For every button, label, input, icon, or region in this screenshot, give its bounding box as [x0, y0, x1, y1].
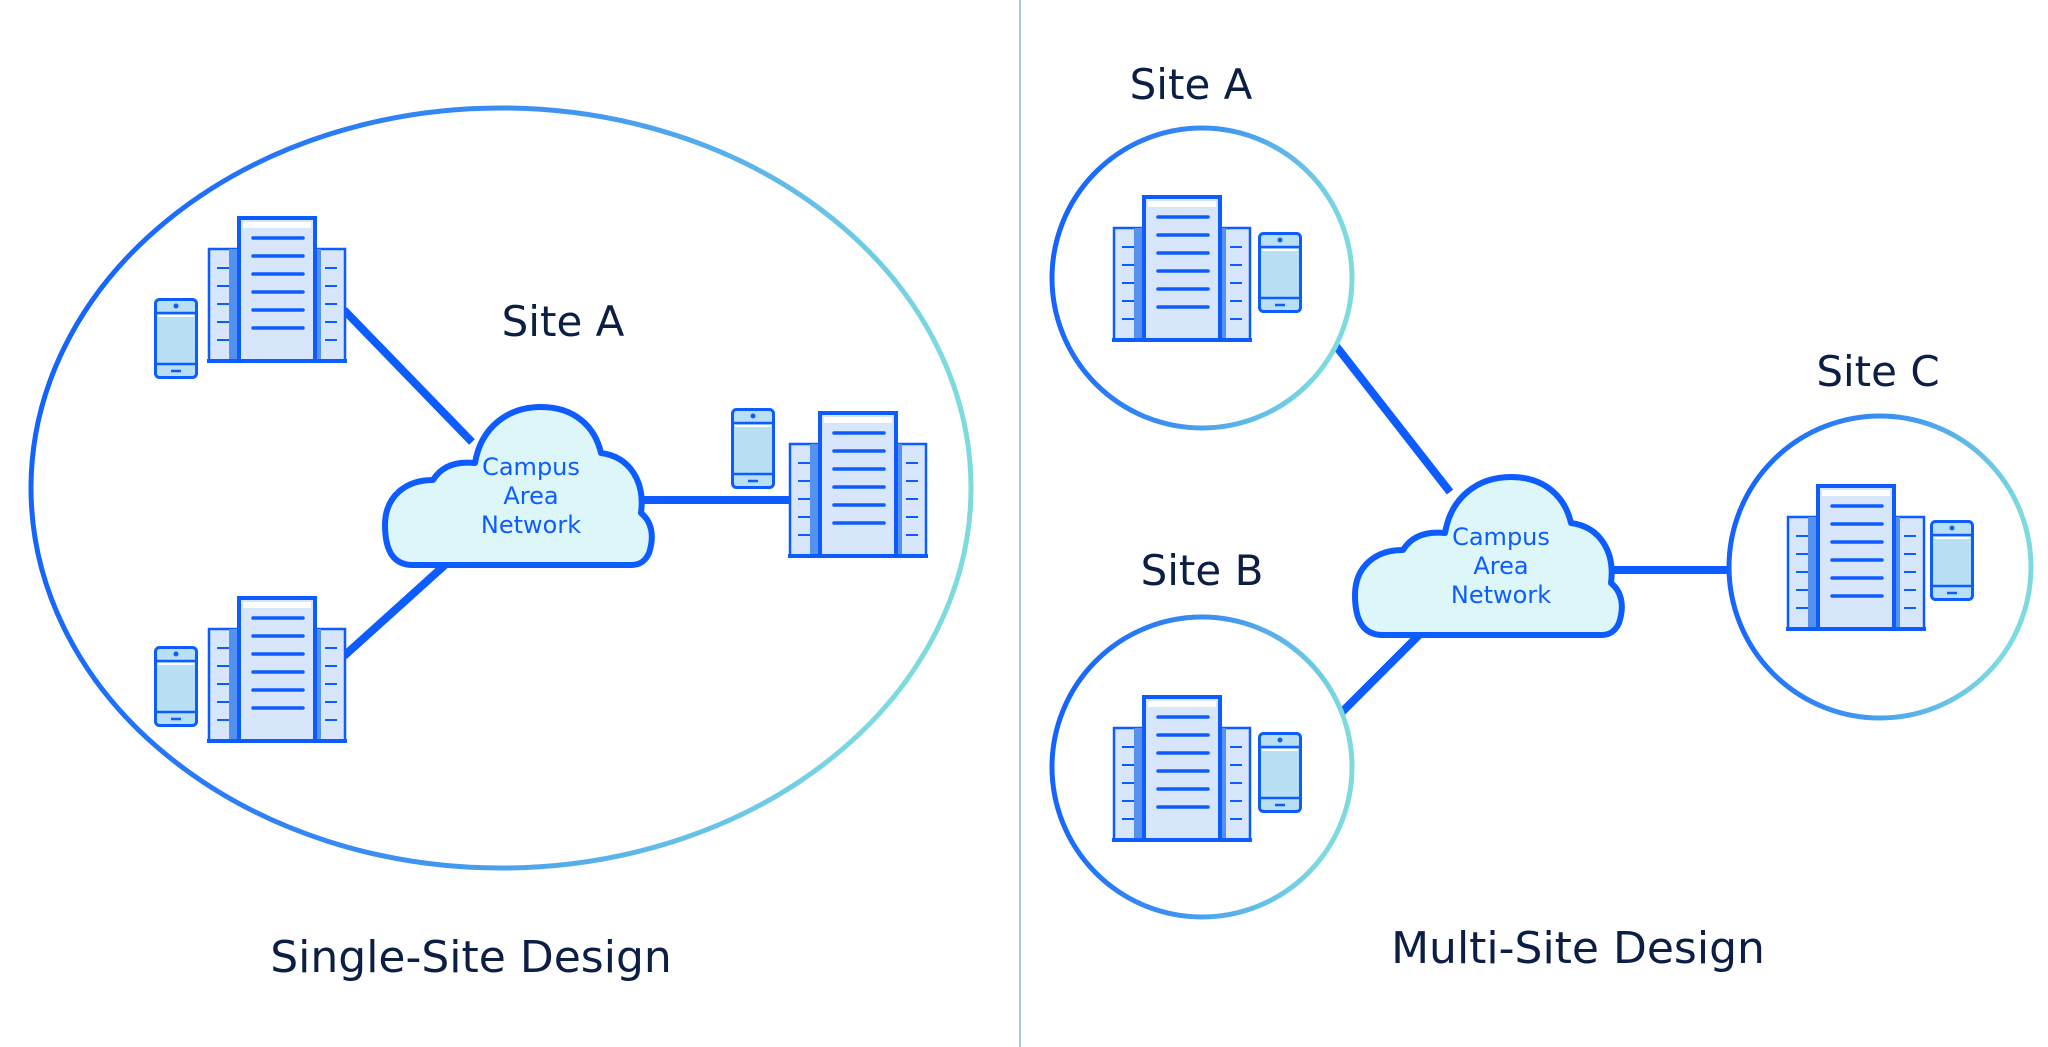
link-site-b-to-cloud — [1339, 631, 1423, 715]
campus-area-network-cloud: Campus Area Network — [385, 407, 652, 565]
building-icon — [205, 596, 349, 743]
phone-icon — [1258, 232, 1302, 313]
cloud-label-line-3: Network — [1451, 581, 1551, 609]
link-building-1-to-cloud — [341, 307, 475, 445]
single-site-design-title: Single-Site Design — [270, 932, 672, 983]
cloud-label-line-2: Area — [503, 482, 558, 510]
site-a-label: Site A — [1130, 60, 1253, 109]
cloud-label-line-2: Area — [1473, 552, 1528, 580]
link-building-2-to-cloud — [341, 561, 449, 659]
site-c-label: Site C — [1816, 347, 1939, 396]
site-b-label: Site B — [1141, 546, 1264, 595]
link-site-a-to-cloud — [1332, 343, 1454, 495]
phone-icon — [154, 298, 198, 379]
phone-icon — [731, 408, 775, 489]
campus-area-network-cloud: Campus Area Network — [1355, 477, 1622, 635]
multi-site-panel: Site A Site B Site C Campus Area Network… — [1049, 60, 2034, 974]
cloud-label-line-1: Campus — [482, 453, 580, 481]
building-icon — [205, 216, 349, 363]
multi-site-design-title: Multi-Site Design — [1391, 923, 1765, 974]
phone-icon — [1930, 520, 1974, 601]
building-icon — [786, 411, 930, 558]
phone-icon — [1258, 732, 1302, 813]
single-site-a-label: Site A — [502, 297, 625, 346]
single-site-panel: Site A Campus Area Network Single-Site D… — [28, 105, 974, 983]
site-a-boundary-ellipse — [28, 105, 974, 871]
cloud-label-line-1: Campus — [1452, 523, 1550, 551]
phone-icon — [154, 646, 198, 727]
cloud-label-line-3: Network — [481, 511, 581, 539]
